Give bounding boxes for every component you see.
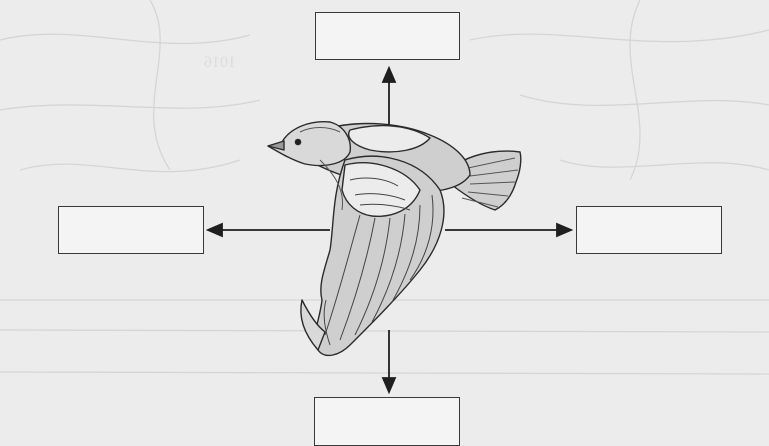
arrow-left-head <box>208 224 222 236</box>
label-box-top[interactable] <box>315 12 460 60</box>
bird-illustration <box>268 122 521 356</box>
svg-text:1016: 1016 <box>204 54 236 71</box>
arrow-down-head <box>383 378 395 392</box>
label-box-bottom[interactable] <box>314 397 460 446</box>
arrow-up-head <box>383 68 395 82</box>
label-box-left[interactable] <box>58 206 204 254</box>
arrow-right-head <box>557 224 571 236</box>
label-box-right[interactable] <box>576 206 722 254</box>
